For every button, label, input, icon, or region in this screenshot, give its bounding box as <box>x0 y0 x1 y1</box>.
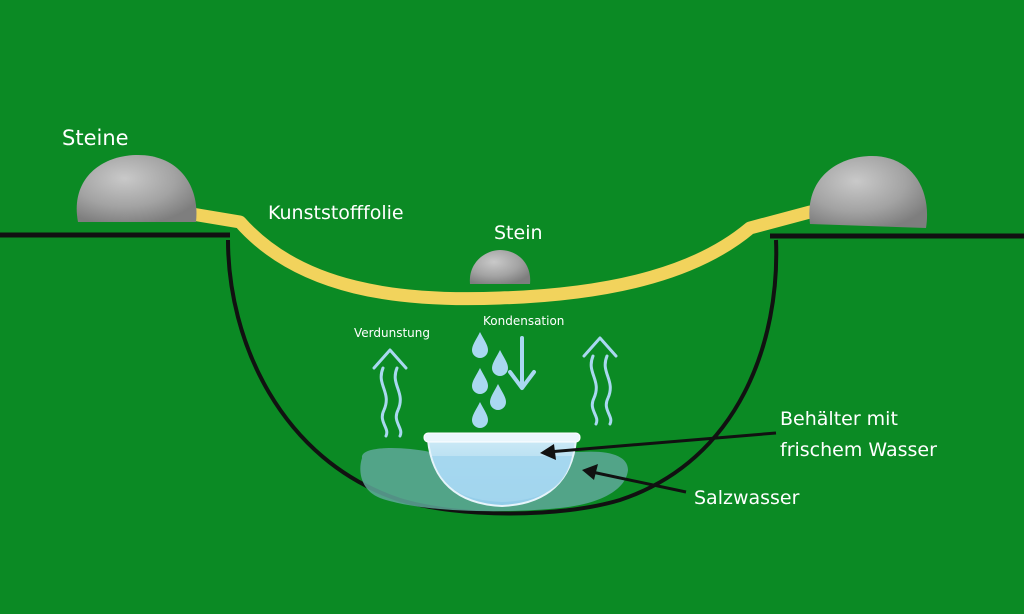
label-condensation: Kondensation <box>483 314 564 328</box>
label-container-line2: frischem Wasser <box>780 439 937 461</box>
water-drop-icon <box>472 332 488 358</box>
stone-icon <box>469 250 531 284</box>
water-drop-icon <box>472 368 488 394</box>
arrow-down-icon <box>508 336 536 390</box>
water-drop-icon <box>490 384 506 410</box>
label-container-line1: Behälter mit <box>780 408 898 430</box>
pointer-arrow-saltwater <box>582 464 687 494</box>
label-foil: Kunststofffolie <box>268 202 404 224</box>
vapor-arrow-icon <box>582 336 618 426</box>
label-stones: Steine <box>62 126 129 150</box>
plastic-foil <box>173 205 817 306</box>
stone-icon <box>809 156 928 228</box>
pointer-arrow-container <box>540 431 777 460</box>
pit-outline <box>226 239 779 516</box>
water-drop-icon <box>472 402 488 428</box>
water-drop-icon <box>492 350 508 376</box>
label-evaporation: Verdunstung <box>354 326 430 340</box>
label-saltwater: Salzwasser <box>694 487 800 509</box>
fresh-water-container <box>423 432 581 508</box>
label-stone: Stein <box>494 222 543 244</box>
stone-icon <box>76 155 197 222</box>
water-drops <box>472 332 508 428</box>
vapor-arrow-icon <box>372 348 408 438</box>
